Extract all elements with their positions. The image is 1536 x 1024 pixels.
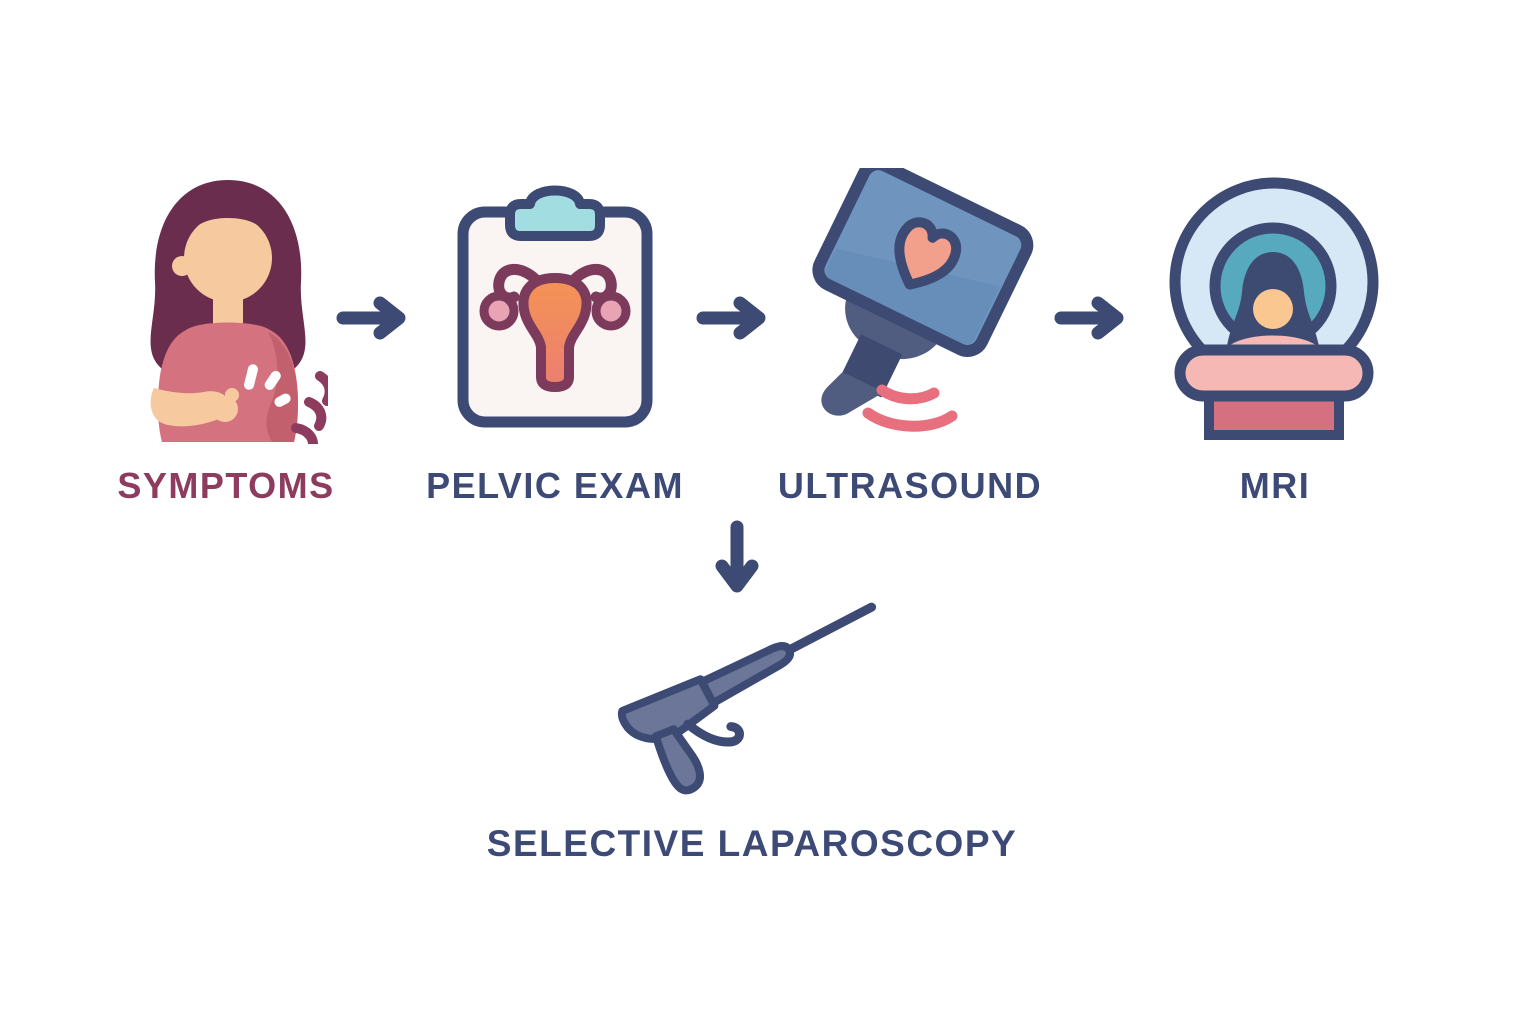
laparoscope-icon bbox=[617, 602, 877, 795]
step-label-symptoms: SYMPTOMS bbox=[117, 465, 335, 506]
arrow-right-icon bbox=[1054, 296, 1124, 340]
step-label-ultrasound: ULTRASOUND bbox=[777, 465, 1043, 506]
arrow-down-icon bbox=[715, 520, 759, 593]
step-label-pelvic-exam: PELVIC EXAM bbox=[426, 465, 684, 506]
mri-scanner-icon bbox=[1169, 177, 1379, 440]
ultrasound-probe-icon bbox=[812, 168, 1034, 432]
step-label-mri: MRI bbox=[1239, 465, 1311, 506]
clipboard-uterus-icon bbox=[457, 185, 653, 428]
woman-abdominal-pain-icon bbox=[150, 180, 328, 444]
step-label-selective-laparoscopy: SELECTIVE LAPAROSCOPY bbox=[486, 823, 1018, 864]
arrow-right-icon bbox=[696, 296, 766, 340]
arrow-right-icon bbox=[336, 296, 406, 340]
